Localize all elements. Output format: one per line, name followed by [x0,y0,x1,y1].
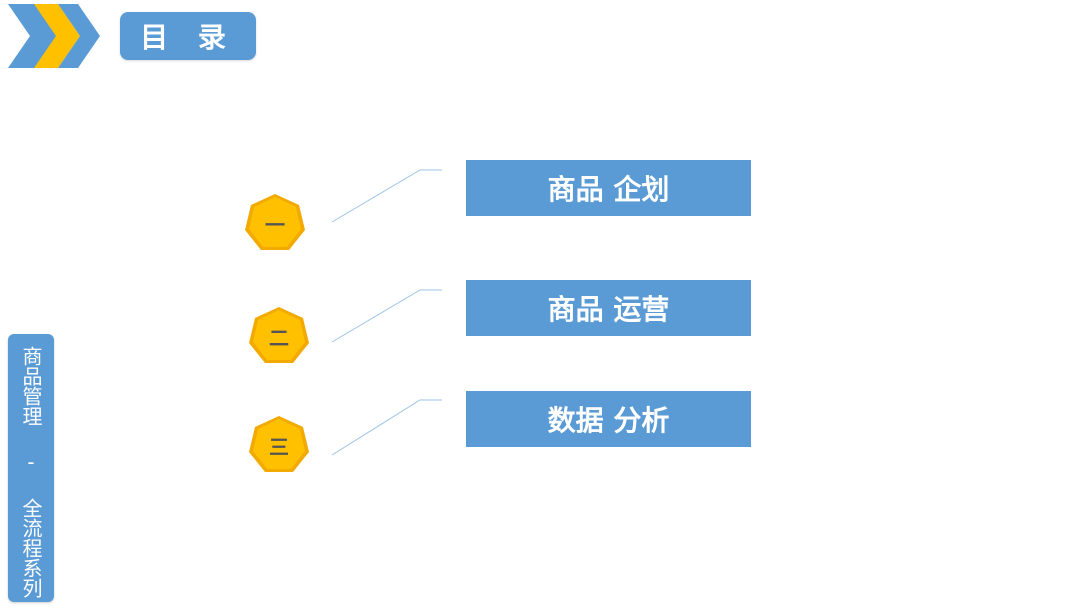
header-chevron-icon [8,4,100,68]
heptagon-icon [249,416,309,472]
series-label: 商品管理 - 全流程系列 [19,346,43,598]
connector-line-1 [331,169,442,223]
connector-line-2 [331,289,442,343]
menu-item-data-analysis[interactable]: 数据 分析 [466,391,751,447]
number-badge-3: 三 [247,414,311,476]
series-side-tab: 商品管理 - 全流程系列 [8,334,54,602]
number-badge-1: 一 [243,192,307,254]
connector-line-3 [331,399,442,456]
number-badge-label: 二 [269,325,289,350]
number-badge-label: 三 [269,434,289,459]
menu-item-product-operation[interactable]: 商品 运营 [466,280,751,336]
heptagon-icon [245,194,305,250]
menu-item-product-planning[interactable]: 商品 企划 [466,160,751,216]
number-badge-2: 二 [247,305,311,367]
number-badge-label: 一 [265,212,285,237]
heptagon-icon [249,307,309,363]
page-title: 目 录 [120,12,256,60]
